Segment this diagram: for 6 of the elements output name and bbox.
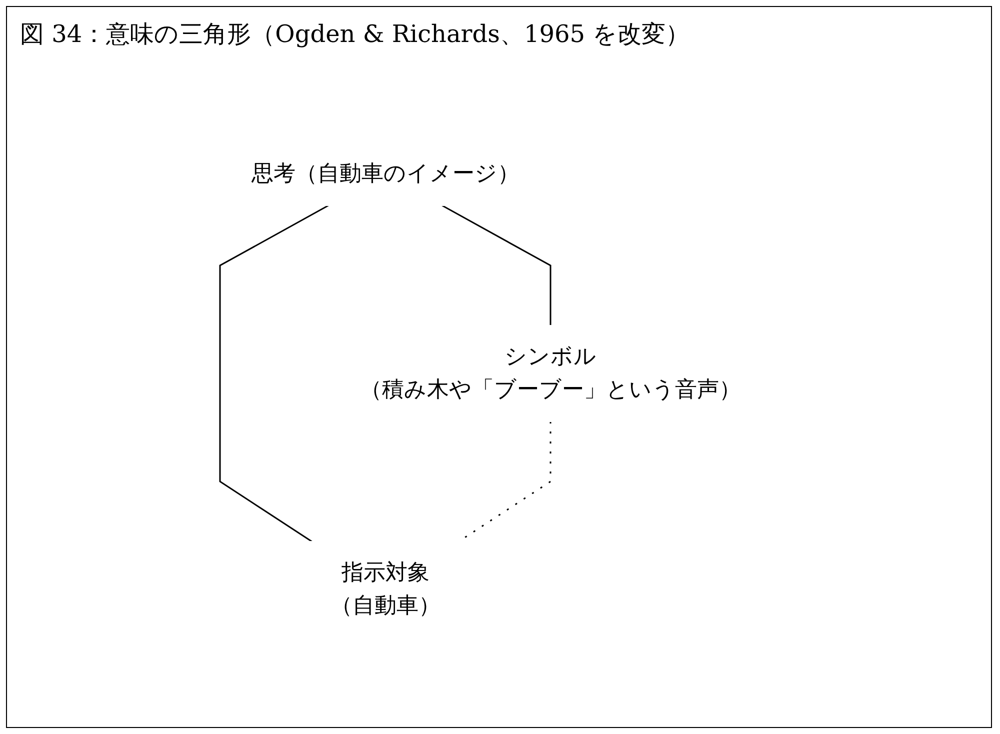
node-text: 思考（自動車のイメージ） xyxy=(250,162,519,186)
connector xyxy=(218,204,328,542)
node-text: 指示対象 （自動車） xyxy=(330,560,440,618)
connector xyxy=(441,204,551,326)
figure-title: 図 34：意味の三角形（Ogden & Richards、1965 を改変） xyxy=(20,19,690,50)
node-text: シンボル （積み木や「ブーブー」という音声） xyxy=(360,344,740,402)
